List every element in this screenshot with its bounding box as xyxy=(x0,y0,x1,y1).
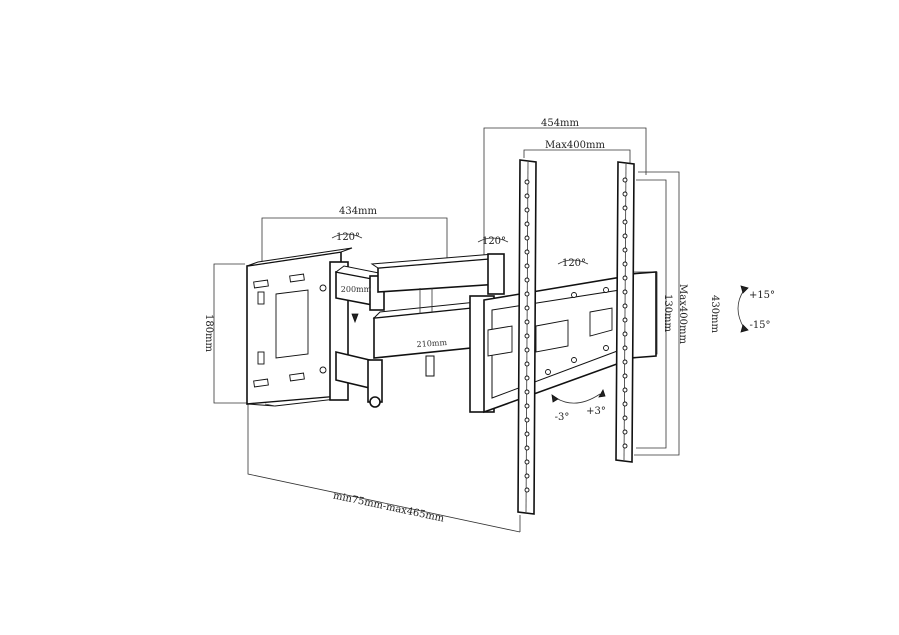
overall-height-label: 430mm xyxy=(709,295,720,334)
left-rail-holes xyxy=(524,179,530,493)
wall-plate xyxy=(246,247,353,407)
wall-plate-height-label: 180mm xyxy=(203,314,214,353)
wall-swivel-angle-label: 120° xyxy=(336,232,360,243)
left-vertical-rail xyxy=(517,159,537,515)
overall-width-label: 454mm xyxy=(541,118,580,129)
arm-lower-length-label: 210mm xyxy=(416,338,447,349)
tilt-up-angle-label: +15° xyxy=(749,290,775,301)
tilt-down-angle-label: -15° xyxy=(749,320,770,331)
extension-range-label: min75mm-max465mm xyxy=(332,490,446,524)
right-vertical-rail xyxy=(615,161,635,463)
rotation-arcs xyxy=(331,233,749,404)
wall-plate-width-label: 434mm xyxy=(339,206,378,217)
bracket-center-label: 130mm xyxy=(662,294,673,333)
right-rail-holes xyxy=(622,177,628,449)
bracket-swivel-angle-label: 120° xyxy=(562,258,586,269)
level-minus-angle-label: -3° xyxy=(555,412,570,423)
arm-upper-length-label: 200mm xyxy=(341,285,372,294)
level-plus-angle-label: +3° xyxy=(586,406,606,417)
vesa-max-width-label: Max400mm xyxy=(545,140,605,151)
arm-swivel-angle-label: 120° xyxy=(482,236,506,247)
articulating-arms xyxy=(329,253,505,413)
vesa-max-height-label: Max400mm xyxy=(677,284,688,344)
angle-labels: 120° 120° 120° +15° -15° -3° +3° xyxy=(336,232,775,423)
